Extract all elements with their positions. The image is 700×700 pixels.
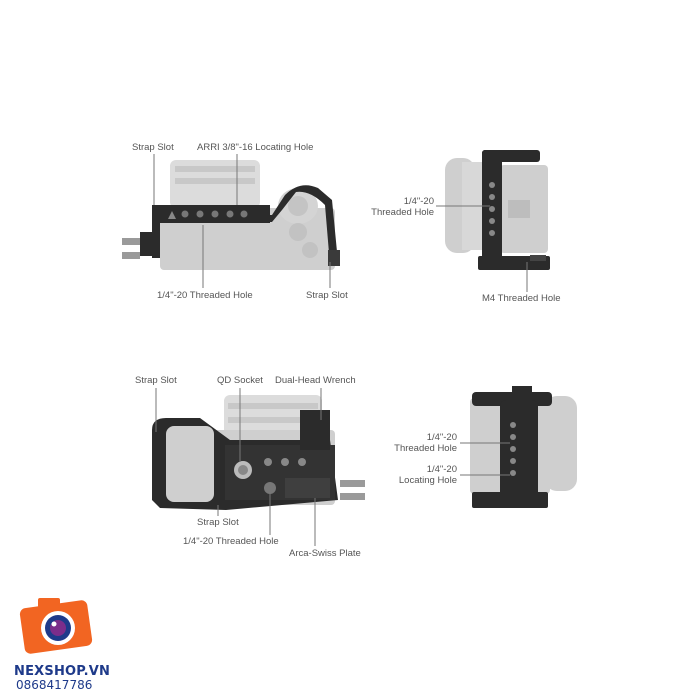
top-strap-slot-right-label: Strap Slot [306,290,348,301]
side-right-threaded-hole-label: 1/4"-20 Threaded Hole [360,196,434,218]
leader-lines [153,154,528,546]
dual-head-wrench-label: Dual-Head Wrench [275,375,356,386]
side-view-right-camera-cage [445,150,550,270]
logo-name: NEXSHOP.VN [14,664,111,679]
side-view-left-camera-cage [470,386,577,508]
nexshop-logo [19,598,93,654]
bottom-threaded-hole-label: 1/4"-20 Threaded Hole [183,536,279,547]
side-left-threaded-hole-line2: Threaded Hole [394,443,457,454]
logo-phone: 0868417786 [16,678,93,692]
arca-swiss-plate-label: Arca-Swiss Plate [289,548,361,559]
side-left-threaded-hole-line1: 1/4"-20 [426,432,457,443]
top-threaded-hole-label: 1/4"-20 Threaded Hole [157,290,253,301]
side-right-threaded-hole-line2: Threaded Hole [371,207,434,218]
side-left-locating-hole-line2: Locating Hole [398,475,457,486]
top-strap-slot-label: Strap Slot [132,142,174,153]
m4-threaded-hole-label: M4 Threaded Hole [482,293,561,304]
qd-socket-label: QD Socket [217,375,263,386]
bottom-strap-slot-label: Strap Slot [135,375,177,386]
side-left-threaded-hole-label: 1/4"-20 Threaded Hole [384,432,457,454]
bottom-strap-slot-lower-label: Strap Slot [197,517,239,528]
arri-locating-hole-label: ARRI 3/8"-16 Locating Hole [197,142,314,153]
side-right-threaded-hole-line1: 1/4"-20 [403,196,434,207]
top-view-camera-cage [122,160,340,270]
side-left-locating-hole-label: 1/4"-20 Locating Hole [384,464,457,486]
bottom-view-camera-cage [152,395,365,510]
side-left-locating-hole-line1: 1/4"-20 [426,464,457,475]
